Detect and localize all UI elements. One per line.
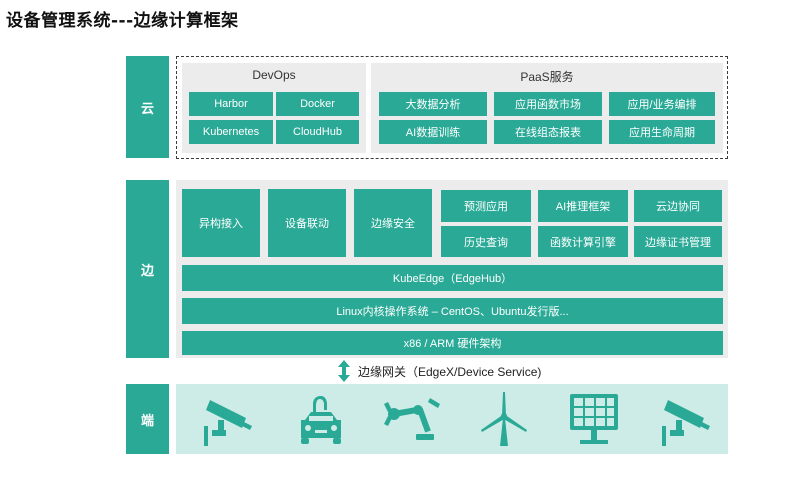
camera-icon <box>662 400 710 446</box>
paas-title: PaaS服务 <box>520 70 574 84</box>
devops-item: Harbor <box>189 92 273 116</box>
edge-service: 历史查询 <box>441 226 531 257</box>
devops-item: CloudHub <box>276 120 359 144</box>
paas-item: 应用/业务编排 <box>609 92 715 116</box>
camera-icon <box>204 400 252 446</box>
layer-label-cloud: 云 <box>126 56 169 158</box>
edge-service: 函数计算引擎 <box>538 226 628 257</box>
gateway-label: 边缘网关（EdgeX/Device Service) <box>358 365 542 379</box>
stack-kubeedge: KubeEdge（EdgeHub） <box>182 265 723 291</box>
robot-arm-icon <box>384 398 440 440</box>
paas-panel: PaaS服务 大数据分析 应用函数市场 应用/业务编排 AI数据训练 在线组态报… <box>371 63 723 153</box>
device-panel <box>176 384 728 454</box>
stack-os: Linux内核操作系统 – CentOS、Ubuntu发行版... <box>182 298 723 324</box>
edge-service: AI推理框架 <box>538 190 628 222</box>
edge-module: 异构接入 <box>182 189 260 257</box>
devops-item: Docker <box>276 92 359 116</box>
paas-item: 应用函数市场 <box>494 92 602 116</box>
solar-panel-icon <box>570 394 618 444</box>
edge-module: 边缘安全 <box>354 189 432 257</box>
edge-module: 设备联动 <box>268 189 346 257</box>
paas-item: 大数据分析 <box>379 92 487 116</box>
electric-car-icon <box>301 396 341 444</box>
stack-hardware: x86 / ARM 硬件架构 <box>182 331 723 355</box>
paas-item: 应用生命周期 <box>609 120 715 144</box>
devops-item: Kubernetes <box>189 120 273 144</box>
wind-turbine-icon <box>481 392 527 446</box>
edge-service: 云边协同 <box>634 190 722 222</box>
layer-label-edge: 边 <box>126 180 169 358</box>
double-arrow-icon <box>338 360 350 382</box>
paas-item: AI数据训练 <box>379 120 487 144</box>
layer-label-device: 端 <box>126 384 169 454</box>
paas-item: 在线组态报表 <box>494 120 602 144</box>
devops-title: DevOps <box>252 68 296 82</box>
devops-panel: DevOps Harbor Docker Kubernetes CloudHub <box>182 63 366 153</box>
page-title: 设备管理系统---边缘计算框架 <box>6 11 239 31</box>
cloud-dashed-frame <box>176 56 728 159</box>
edge-service: 边缘证书管理 <box>634 226 722 257</box>
edge-service: 预测应用 <box>441 190 531 222</box>
